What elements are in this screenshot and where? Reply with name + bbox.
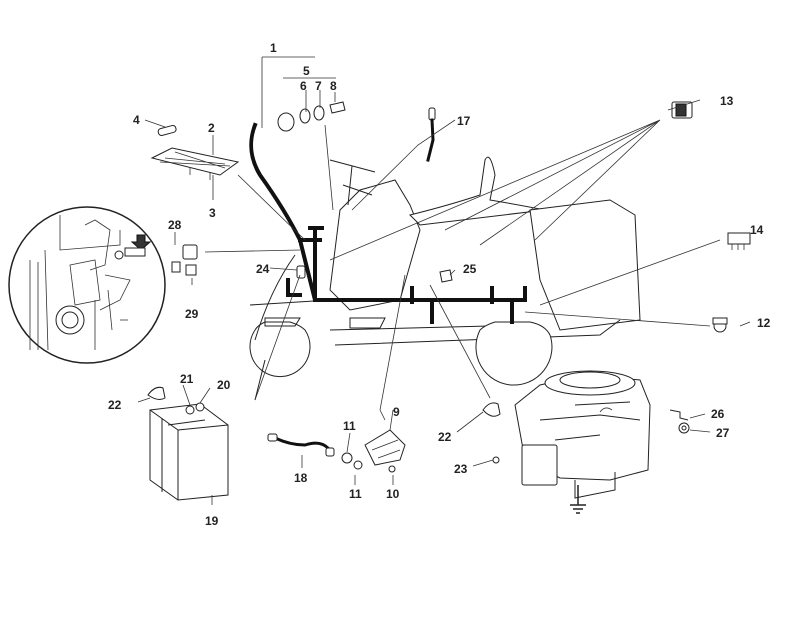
callout-20: 20: [217, 378, 231, 392]
callout-1: 1: [270, 41, 277, 55]
inset-detail: [8, 206, 166, 364]
callout-24: 24: [256, 262, 270, 276]
battery-part: [149, 402, 229, 501]
cable-18-part: [267, 433, 335, 457]
switch-13-part: [671, 101, 693, 119]
terminal-boot-part-2: [482, 402, 501, 417]
small-parts-28-29: [171, 244, 198, 276]
solenoid-assembly: [341, 429, 406, 473]
callout-23: 23: [454, 462, 468, 476]
nut-23-part: [492, 456, 500, 464]
plug-12-part: [712, 317, 728, 333]
callout-28: 28: [168, 218, 182, 232]
callout-29: 29: [185, 307, 199, 321]
callout-9: 9: [393, 405, 400, 419]
callout-11-bottom: 11: [349, 487, 362, 501]
callout-18: 18: [294, 471, 308, 485]
callout-6: 6: [300, 79, 307, 93]
callout-22-right: 22: [438, 430, 452, 444]
callout-13: 13: [720, 94, 734, 108]
fuse-part: [157, 124, 177, 137]
callout-7: 7: [315, 79, 322, 93]
connector-14-part: [727, 232, 751, 250]
callout-19: 19: [205, 514, 219, 528]
callout-12: 12: [757, 316, 771, 330]
control-board-part: [150, 147, 240, 180]
ignition-switch-parts: [277, 101, 346, 132]
callout-11-top: 11: [343, 419, 356, 433]
spring-parts-26-27: [669, 409, 690, 434]
callout-17: 17: [457, 114, 471, 128]
tractor-outline: [249, 156, 641, 401]
callout-5: 5: [303, 64, 310, 78]
callout-10: 10: [386, 487, 400, 501]
engine-part: [514, 370, 651, 514]
callout-21: 21: [180, 372, 194, 386]
terminal-boot-part: [147, 386, 166, 400]
wiring-harness: [249, 122, 527, 324]
callout-labels: 1 2 3 4 5 6 7 8 9 10 11 11 12 13 14 17 1…: [108, 41, 771, 528]
callout-25: 25: [463, 262, 477, 276]
callout-2: 2: [208, 121, 215, 135]
callout-22-left: 22: [108, 398, 122, 412]
callout-3: 3: [209, 206, 216, 220]
callout-14: 14: [750, 223, 764, 237]
callout-27: 27: [716, 426, 730, 440]
callout-26: 26: [711, 407, 725, 421]
clip-25-part: [439, 269, 453, 283]
clip-24-part: [296, 265, 306, 279]
callout-4: 4: [133, 113, 140, 127]
sensor-part: [426, 107, 436, 162]
leader-lines: [137, 56, 751, 505]
callout-8: 8: [330, 79, 337, 93]
